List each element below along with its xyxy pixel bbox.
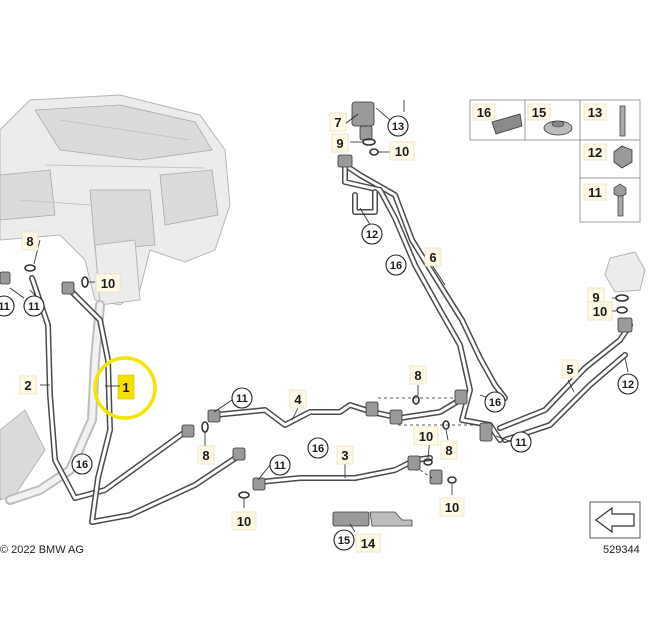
parts-legend: 16 15 13 12 11 (469, 99, 641, 223)
stud-bolt-icon (619, 105, 626, 137)
svg-text:12: 12 (622, 379, 634, 391)
pipe-fittings (0, 271, 493, 527)
callout-5[interactable]: 5 (561, 359, 579, 379)
svg-text:11: 11 (28, 301, 40, 313)
svg-text:13: 13 (392, 121, 404, 133)
bracket-14[interactable] (369, 511, 413, 527)
callout-13[interactable]: 13 (387, 115, 409, 137)
callout-16-left[interactable]: 16 (71, 453, 93, 475)
svg-text:3: 3 (341, 448, 348, 463)
callout-16-center[interactable]: 16 (307, 437, 329, 459)
callout-8-left[interactable]: 8 (21, 231, 39, 251)
direction-arrow-icon (589, 501, 641, 539)
svg-text:9: 9 (592, 290, 599, 305)
svg-text:11: 11 (236, 393, 248, 405)
svg-text:15: 15 (338, 535, 350, 547)
callout-11-right[interactable]: 11 (510, 431, 532, 453)
svg-text:4: 4 (294, 392, 302, 407)
clip-icon (491, 113, 523, 135)
svg-text:16: 16 (312, 443, 324, 455)
svg-text:8: 8 (414, 368, 421, 383)
callout-16-right[interactable]: 16 (484, 391, 506, 413)
pipe-line-5[interactable] (497, 322, 633, 443)
callout-10-center[interactable]: 10 (413, 426, 439, 446)
legend-item-15[interactable]: 15 (527, 103, 573, 136)
svg-text:6: 6 (429, 250, 436, 265)
callout-11-lower[interactable]: 11 (269, 454, 291, 476)
legend-item-11[interactable]: 11 (583, 183, 627, 217)
svg-text:10: 10 (445, 500, 459, 515)
callout-10-right[interactable]: 10 (587, 301, 613, 321)
svg-text:16: 16 (390, 260, 402, 272)
pipe-line-1[interactable] (67, 287, 243, 525)
pipe-line-left[interactable] (29, 275, 188, 501)
diagram-number: 529344 (603, 544, 640, 556)
svg-text:10: 10 (101, 276, 115, 291)
svg-text:1: 1 (122, 380, 129, 395)
callout-10-lower-left[interactable]: 10 (231, 511, 257, 531)
callout-8-upper[interactable]: 8 (409, 365, 427, 385)
svg-text:9: 9 (336, 136, 343, 151)
svg-text:10: 10 (593, 304, 607, 319)
svg-text:12: 12 (588, 145, 602, 160)
callout-10-lower-right[interactable]: 10 (439, 497, 465, 517)
expansion-valve-7[interactable] (337, 101, 375, 168)
svg-text:11: 11 (588, 185, 602, 200)
callout-14[interactable]: 14 (355, 533, 381, 553)
svg-text:8: 8 (445, 443, 452, 458)
svg-text:14: 14 (361, 536, 376, 551)
hose-line-2[interactable] (5, 300, 105, 505)
callout-15[interactable]: 15 (333, 529, 355, 551)
callout-2[interactable]: 2 (19, 375, 37, 395)
hex-bolt-icon (613, 183, 627, 198)
callout-8-center[interactable]: 8 (197, 445, 215, 465)
callout-10-upper[interactable]: 10 (389, 141, 415, 161)
callout-6[interactable]: 6 (424, 247, 442, 267)
svg-text:16: 16 (76, 459, 88, 471)
copyright-text: © 2022 BMW AG (0, 544, 84, 556)
callout-1-highlighted[interactable]: 1 (93, 356, 157, 420)
callout-16-upper[interactable]: 16 (385, 254, 407, 276)
svg-text:10: 10 (237, 514, 251, 529)
svg-text:12: 12 (366, 229, 378, 241)
pipe-line-6[interactable] (342, 162, 508, 443)
callout-10-left[interactable]: 10 (95, 273, 121, 293)
leader-lines (9, 100, 629, 533)
callout-8-lower[interactable]: 8 (440, 440, 458, 460)
pipe-line-4[interactable] (212, 397, 463, 428)
svg-text:10: 10 (395, 144, 409, 159)
legend-item-13[interactable]: 13 (583, 103, 626, 137)
callout-12-upper[interactable]: 12 (361, 223, 383, 245)
svg-text:2: 2 (24, 378, 31, 393)
svg-text:16: 16 (477, 105, 491, 120)
legend-item-12[interactable]: 12 (583, 143, 633, 169)
svg-text:10: 10 (419, 429, 433, 444)
callout-3[interactable]: 3 (336, 445, 354, 465)
svg-text:11: 11 (515, 437, 527, 449)
svg-text:8: 8 (202, 448, 209, 463)
callout-11-left-2[interactable]: 11 (23, 295, 45, 317)
highlight-ring (93, 356, 157, 420)
callout-9-upper[interactable]: 9 (331, 133, 349, 153)
callout-7[interactable]: 7 (329, 112, 347, 132)
svg-text:5: 5 (566, 362, 573, 377)
hex-nut-icon (613, 145, 633, 169)
callout-11-left[interactable]: 11 (0, 295, 15, 317)
svg-text:13: 13 (588, 105, 602, 120)
svg-text:7: 7 (334, 115, 341, 130)
svg-text:8: 8 (26, 234, 33, 249)
svg-text:11: 11 (274, 460, 286, 472)
svg-text:16: 16 (489, 397, 501, 409)
legend-item-16[interactable]: 16 (472, 103, 523, 135)
callout-12-right[interactable]: 12 (617, 373, 639, 395)
callout-11-center[interactable]: 11 (231, 387, 253, 409)
svg-text:15: 15 (532, 105, 546, 120)
callout-4[interactable]: 4 (289, 389, 307, 409)
svg-text:11: 11 (0, 301, 10, 313)
right-valve-assembly[interactable] (604, 251, 646, 333)
